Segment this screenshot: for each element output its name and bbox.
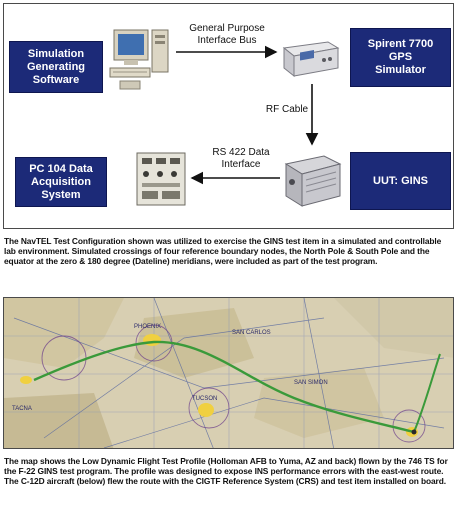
map-label-tacna: TACNA — [12, 406, 32, 412]
gpib-label: General Purpose Interface Bus — [189, 23, 265, 46]
gps-simulator-image — [282, 41, 340, 78]
data-acquisition-image — [136, 152, 186, 206]
spirent-simulator-box: Spirent 7700 GPS Simulator — [350, 28, 451, 87]
rs422-label: RS 422 Data Interface — [212, 147, 270, 170]
uut-gins-image — [284, 155, 342, 207]
flight-profile-map: PHOENIX TUCSON SAN CARLOS SAN SIMON TACN… — [3, 297, 454, 449]
uut-gins-box: UUT: GINS — [350, 152, 451, 210]
computer-workstation-image — [109, 29, 169, 90]
map-label-san-carlos: SAN CARLOS — [232, 330, 271, 336]
test-configuration-diagram: Simulation Generating Software Spirent 7… — [3, 3, 454, 229]
diagram-caption: The NavTEL Test Configuration shown was … — [4, 236, 442, 267]
map-image: PHOENIX TUCSON SAN CARLOS SAN SIMON TACN… — [4, 298, 453, 448]
rf-cable-label: RF Cable — [265, 104, 309, 115]
map-label-san-simon: SAN SIMON — [294, 380, 328, 386]
connection-arrows — [176, 45, 319, 185]
pc104-box: PC 104 Data Acquisition System — [15, 157, 107, 207]
map-caption: The map shows the Low Dynamic Flight Tes… — [4, 456, 448, 487]
map-label-tucson: TUCSON — [192, 396, 217, 402]
simulation-software-box: Simulation Generating Software — [9, 41, 103, 93]
map-label-phoenix: PHOENIX — [134, 324, 161, 330]
